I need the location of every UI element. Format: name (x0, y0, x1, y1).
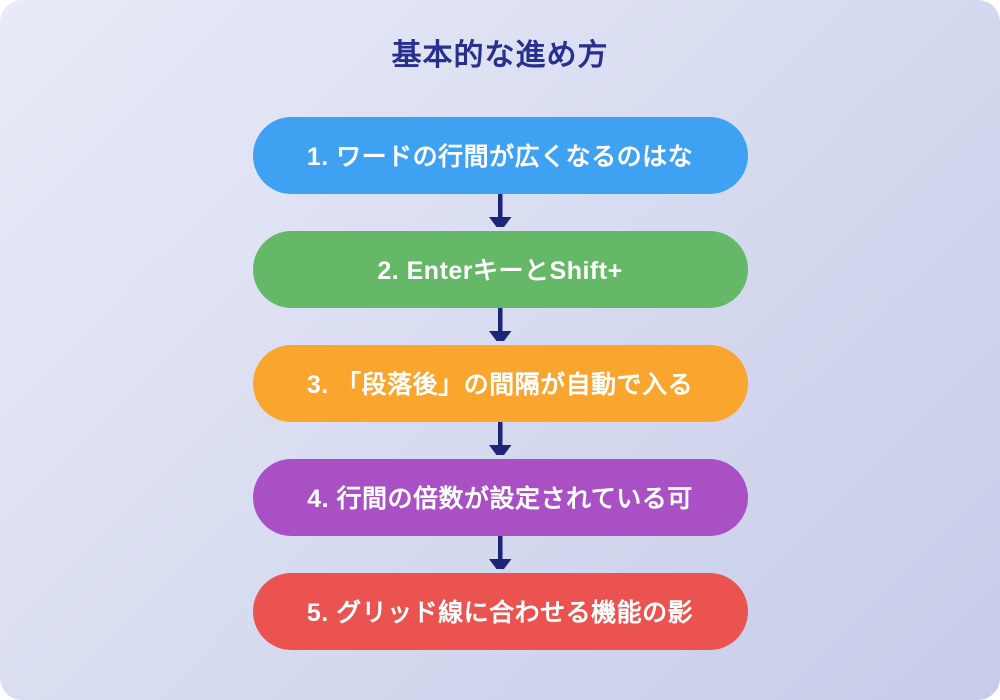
step-3-pill: 3. 「段落後」の間隔が自動で入る (252, 344, 748, 422)
arrow-down-icon (487, 307, 513, 345)
arrow-down-icon (487, 535, 513, 573)
step-5-pill: 5. グリッド線に合わせる機能の影 (252, 572, 748, 650)
flowchart: 1. ワードの行間が広くなるのはな 2. EnterキーとShift+ 3. 「… (0, 116, 1000, 650)
arrow-down-icon (487, 421, 513, 459)
arrow-down-icon (487, 193, 513, 231)
step-2-pill: 2. EnterキーとShift+ (252, 230, 748, 308)
page-title: 基本的な進め方 (391, 39, 609, 72)
step-4-pill: 4. 行間の倍数が設定されている可 (252, 458, 748, 536)
step-1-pill: 1. ワードの行間が広くなるのはな (252, 116, 748, 194)
